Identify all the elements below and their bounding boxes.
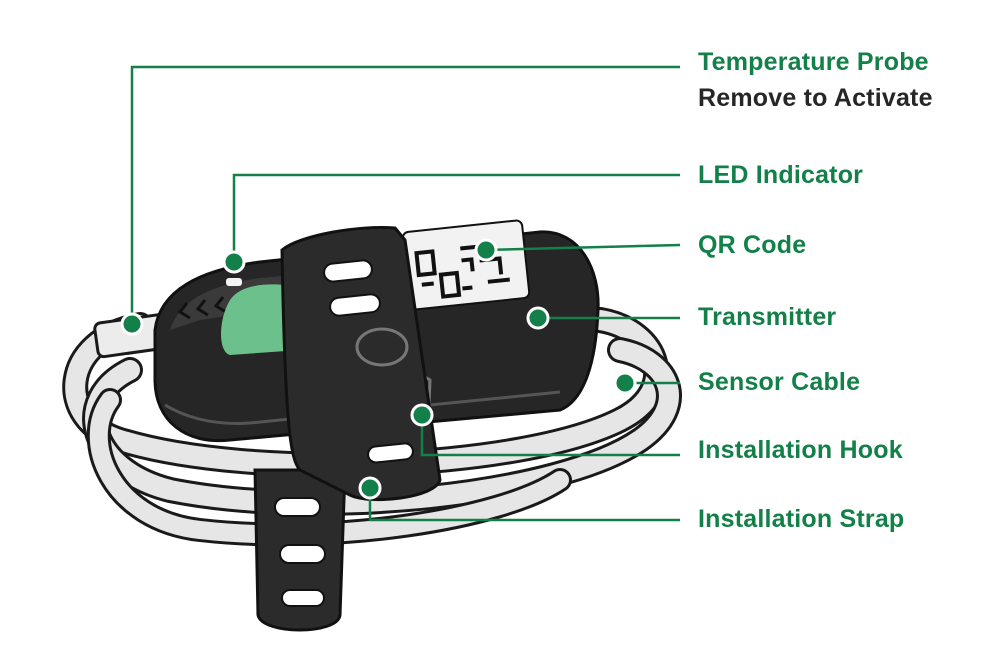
label-transmitter: Transmitter [698, 303, 837, 331]
leader-led-indicator [232, 173, 680, 262]
label-qr-code: QR Code [698, 231, 807, 259]
dot-installation-strap [358, 476, 382, 500]
strap-band-illustration [280, 225, 442, 502]
leader-lines [130, 65, 681, 522]
sensor-cable-illustration [62, 307, 682, 547]
dot-transmitter [526, 306, 550, 330]
leader-temperature-probe [130, 65, 680, 324]
leader-installation-hook [420, 415, 680, 457]
label-led-indicator: LED Indicator [698, 161, 864, 189]
label-temperature-probe: Temperature Probe [698, 48, 929, 76]
label-installation-strap: Installation Strap [698, 505, 905, 533]
leader-qr-code [485, 243, 681, 252]
dot-sensor-cable [613, 371, 637, 395]
label-sensor-cable: Sensor Cable [698, 368, 861, 396]
dot-installation-hook [410, 403, 434, 427]
installation-strap-illustration [253, 468, 347, 632]
qr-code-glyph [414, 244, 510, 299]
dot-temperature-probe [120, 312, 144, 336]
callout-dots [120, 238, 637, 500]
label-installation-hook: Installation Hook [698, 436, 903, 464]
label-remove-to-activate: Remove to Activate [698, 84, 933, 112]
dot-qr-code [474, 238, 498, 262]
dot-led-indicator [222, 250, 246, 274]
